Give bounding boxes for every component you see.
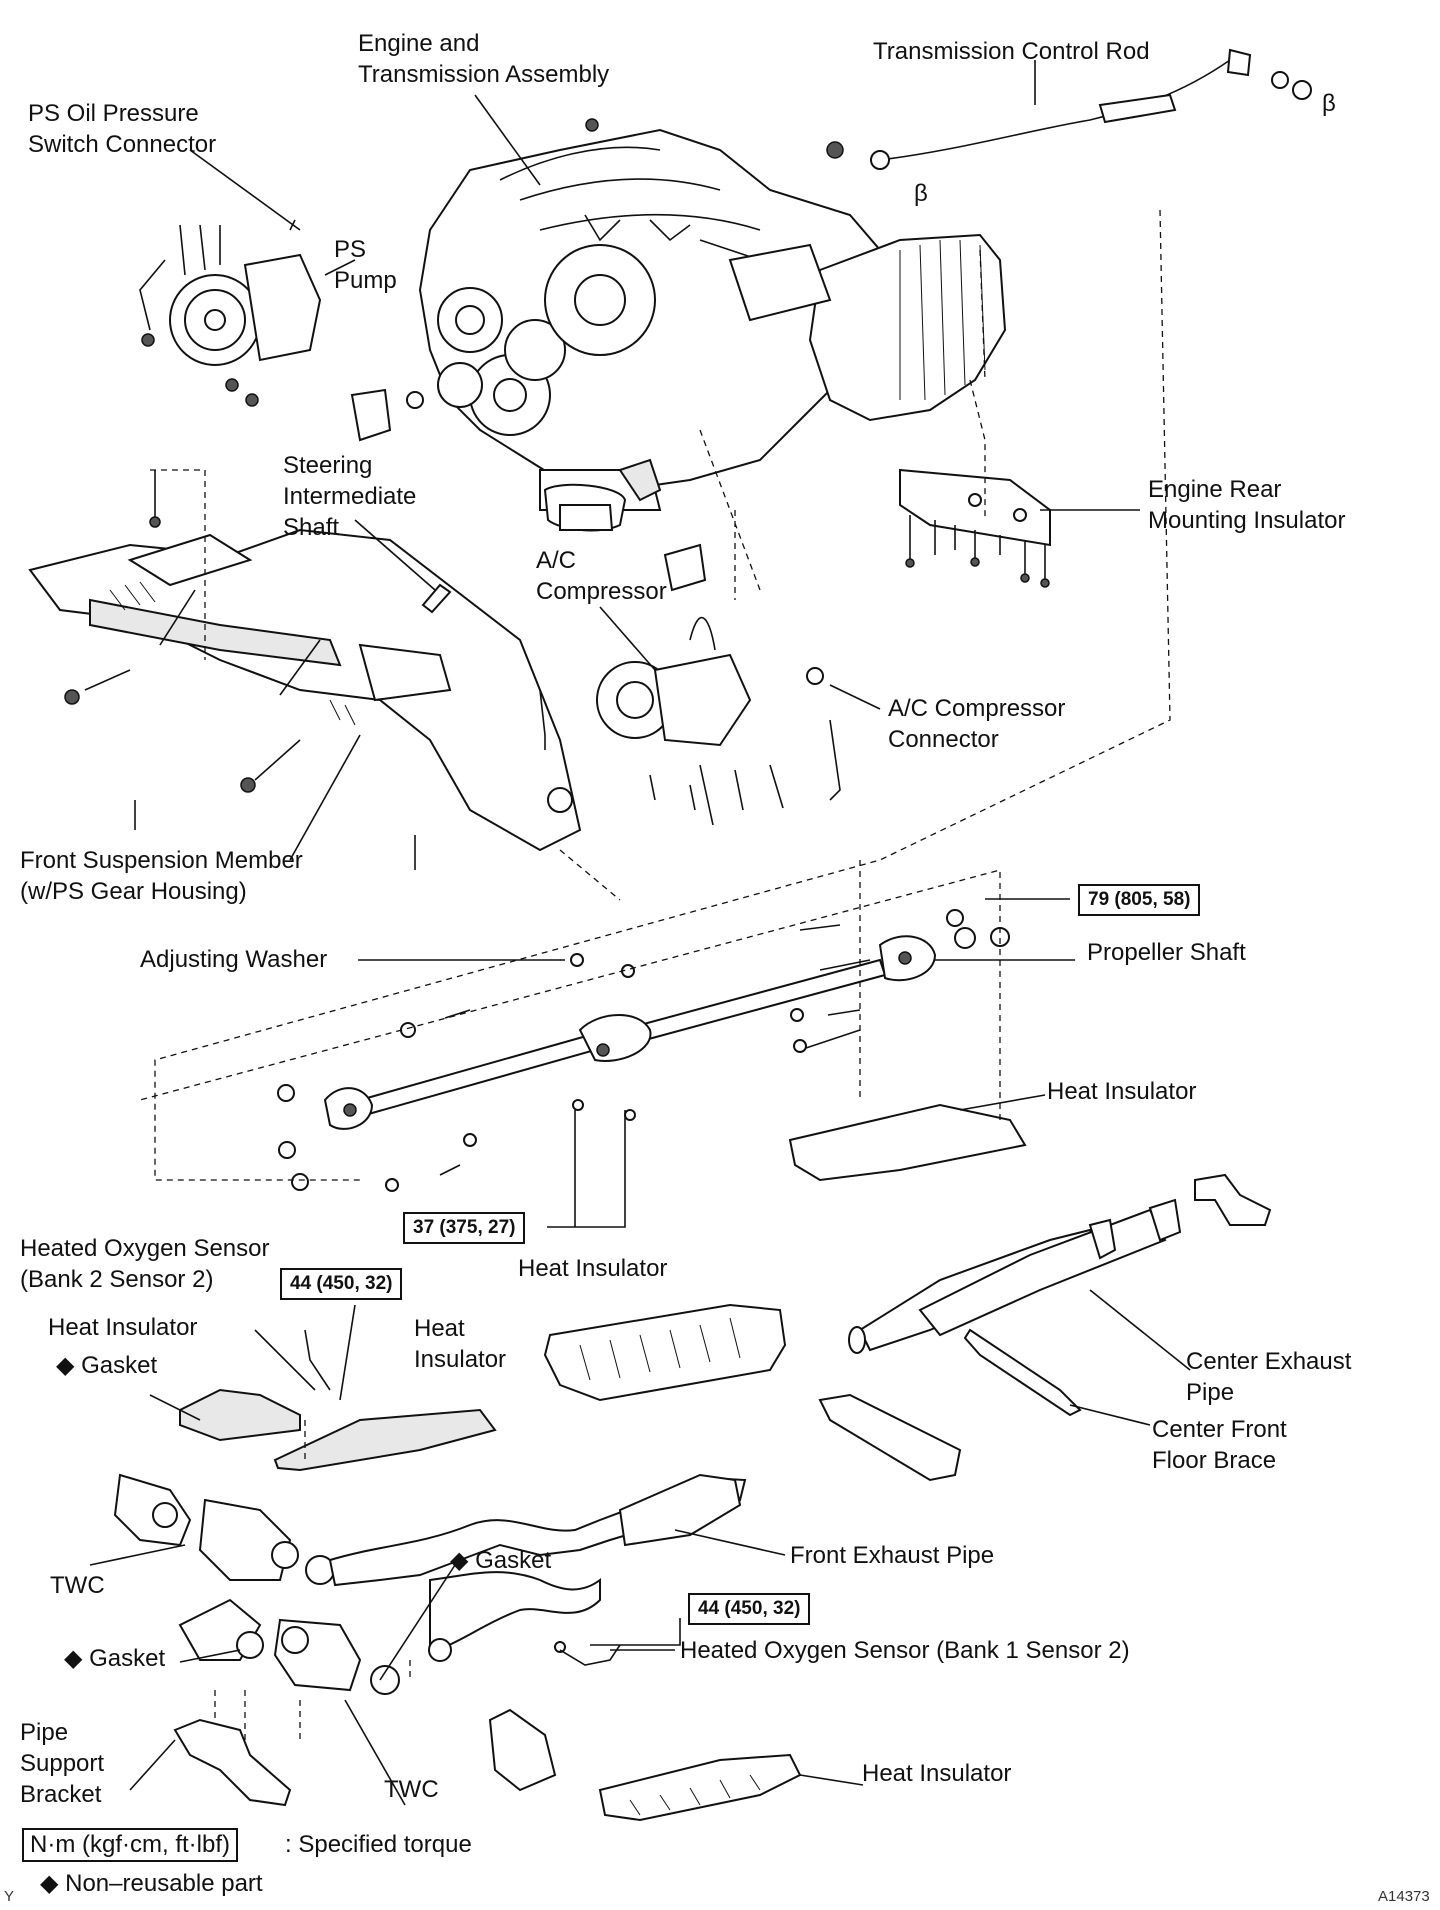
- label-steering-intermediate-shaft: Steering Intermediate Shaft: [283, 452, 417, 541]
- heat-insulator-mid-drawing: [273, 1408, 497, 1472]
- torque-spec-37: 37 (375, 27): [403, 1212, 526, 1244]
- torque-spec-44-lower: 44 (450, 32): [688, 1593, 811, 1625]
- legend-torque-units-box: N·m (kgf·cm, ft·lbf): [22, 1828, 238, 1862]
- corner-mark-left: Y: [4, 1888, 15, 1905]
- label-front-exhaust-pipe: Front Exhaust Pipe: [790, 1542, 995, 1569]
- label-heat-insulator-center: Heat Insulator: [518, 1255, 668, 1282]
- label-heat-insulator-bottom: Heat Insulator: [862, 1760, 1012, 1787]
- engine-rear-mounting-insulator-drawing: [899, 468, 1051, 588]
- label-propeller-shaft: Propeller Shaft: [1087, 939, 1246, 966]
- label-heat-insulator-mid: Heat Insulator: [414, 1315, 507, 1373]
- label-front-suspension-member: Front Suspension Member (w/PS Gear Housi…: [20, 847, 303, 905]
- front-suspension-member-drawing: [28, 470, 582, 870]
- heated-oxygen-sensor-b1s2-drawing: [559, 1644, 621, 1666]
- label-pipe-support-bracket: Pipe Support Bracket: [20, 1719, 105, 1808]
- label-gasket-center: ◆ Gasket: [450, 1547, 552, 1574]
- label-adjusting-washer: Adjusting Washer: [140, 946, 328, 973]
- heat-insulator-center-drawing: [543, 1303, 787, 1402]
- front-exhaust-pipe-drawing: [113, 1473, 747, 1695]
- legend-torque-text: : Specified torque: [285, 1831, 472, 1858]
- ac-compressor-drawing: [596, 543, 841, 826]
- engine-transmission-assembly-drawing: [418, 118, 1007, 532]
- label-gasket-lower: ◆ Gasket: [64, 1645, 166, 1672]
- center-exhaust-pipe-drawing: [848, 1198, 1182, 1354]
- pipe-support-bracket-drawing: [173, 1718, 292, 1807]
- transmission-control-rod-drawing: [826, 48, 1312, 170]
- heat-insulator-bottom-drawing: [488, 1708, 802, 1822]
- legend-nonreusable-part: ◆ Non–reusable part: [40, 1870, 263, 1897]
- heated-oxygen-sensor-b2s2-drawing: [304, 1329, 331, 1391]
- dashed-alignment-lines: [139, 209, 1171, 1740]
- label-ac-compressor-connector: A/C Compressor Connector: [888, 695, 1066, 753]
- ps-pump-drawing: [139, 219, 424, 442]
- torque-spec-44-upper: 44 (450, 32): [280, 1268, 403, 1300]
- label-gasket-left: ◆ Gasket: [56, 1352, 158, 1379]
- label-engine-transmission-assembly: Engine and Transmission Assembly: [358, 30, 610, 88]
- label-beta-1: β: [1322, 90, 1336, 117]
- label-center-exhaust-pipe: Center Exhaust Pipe: [1186, 1348, 1352, 1406]
- label-heated-oxygen-sensor-bank1-sensor2: Heated Oxygen Sensor (Bank 1 Sensor 2): [680, 1637, 1130, 1664]
- figure-code: A14373: [1378, 1888, 1430, 1905]
- heat-insulator-upper-drawing: [788, 1103, 1027, 1182]
- label-engine-rear-mounting-insulator: Engine Rear Mounting Insulator: [1148, 476, 1346, 534]
- center-front-floor-brace-drawing: [963, 1328, 1082, 1417]
- torque-spec-79: 79 (805, 58): [1078, 884, 1201, 916]
- heat-insulator-left-drawing: [179, 1388, 301, 1442]
- label-heat-insulator-upper: Heat Insulator: [1047, 1078, 1197, 1105]
- center-floor-brace-lower-drawing: [818, 1393, 962, 1482]
- label-twc-upper: TWC: [50, 1572, 105, 1599]
- label-heat-insulator-left: Heat Insulator: [48, 1314, 198, 1341]
- label-twc-lower: TWC: [384, 1776, 439, 1803]
- propeller-shaft-drawing: [277, 909, 1010, 1192]
- label-center-front-floor-brace: Center Front Floor Brace: [1152, 1416, 1287, 1474]
- label-ps-oil-pressure-switch-connector: PS Oil Pressure Switch Connector: [28, 100, 217, 158]
- leader-lines: [89, 60, 1191, 1806]
- bracket-upper-right-drawing: [1194, 1173, 1272, 1226]
- label-beta-2: β: [914, 180, 928, 207]
- label-ps-pump: PS Pump: [334, 236, 397, 294]
- label-heated-oxygen-sensor-bank2-sensor2: Heated Oxygen Sensor (Bank 2 Sensor 2): [20, 1235, 270, 1293]
- label-ac-compressor: A/C Compressor: [536, 547, 667, 605]
- label-transmission-control-rod: Transmission Control Rod: [873, 38, 1150, 65]
- steering-intermediate-shaft-drawing: [421, 583, 452, 614]
